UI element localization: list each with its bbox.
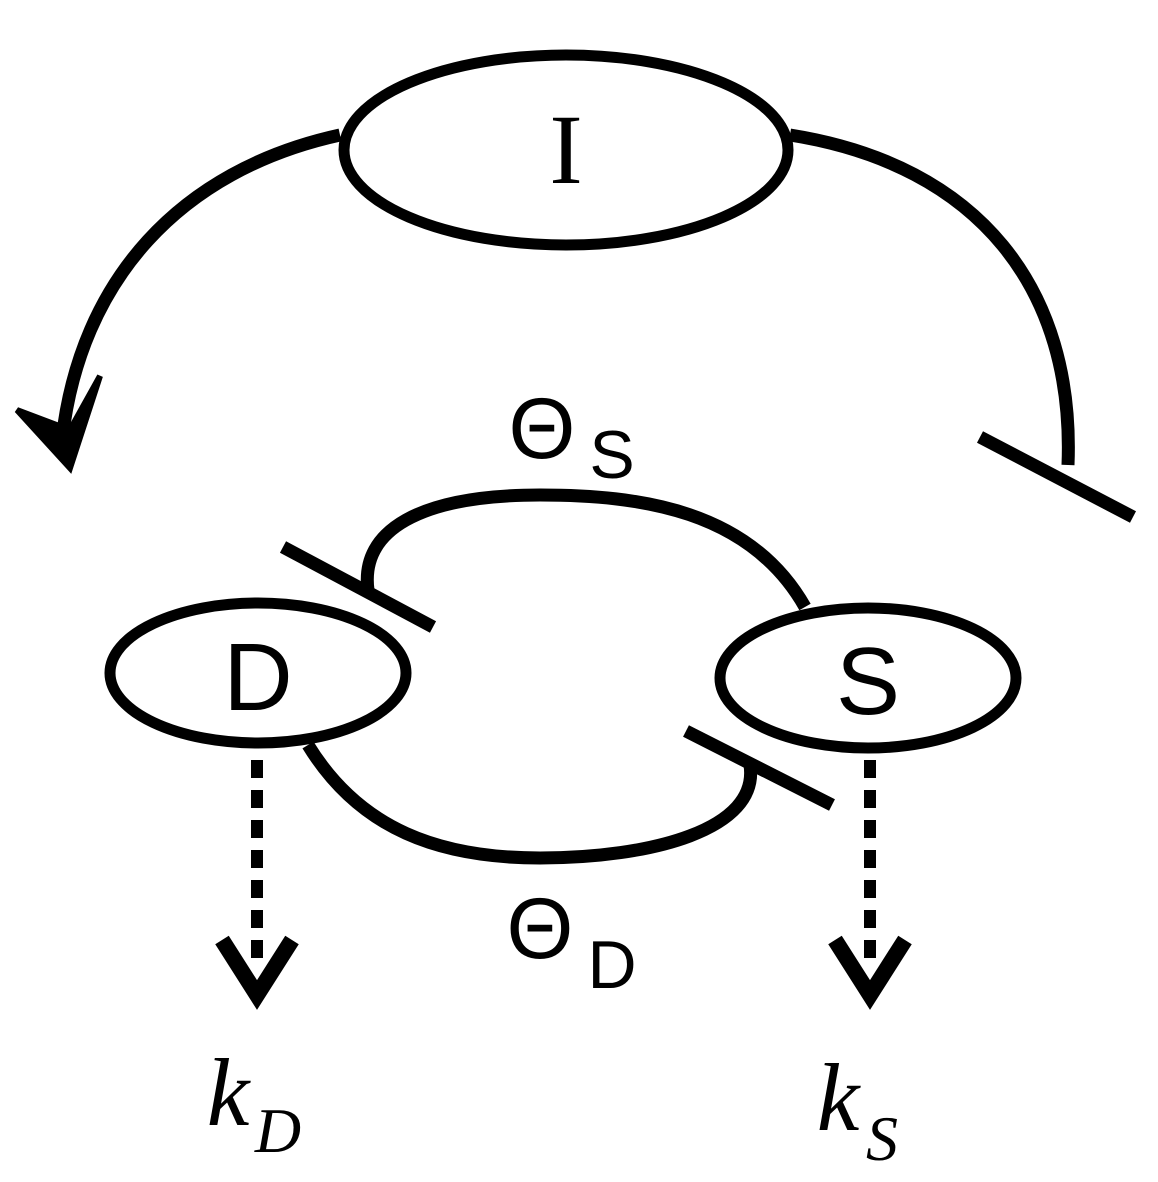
inhibition-bar-icon [976, 431, 1137, 523]
node-d: D [104, 597, 412, 749]
rate-ks-subscript: S [866, 1103, 898, 1174]
node-i: I [338, 49, 794, 251]
rate-kd-label: k D [207, 1039, 301, 1166]
theta-d-subscript: D [587, 927, 636, 1003]
theta-d-symbol: Θ [507, 881, 574, 977]
inhibition-bar-icon [279, 541, 437, 633]
theta-d-label: Θ D [507, 881, 637, 1003]
theta-s-subscript: S [589, 417, 634, 493]
rate-ks-label: k S [817, 1044, 898, 1174]
node-s: S [714, 602, 1022, 754]
rate-kd-symbol: k [207, 1039, 252, 1146]
edge-d-inhibits-s [302, 741, 758, 865]
node-s-label: S [836, 628, 900, 735]
edge-i-activates-d [55, 128, 342, 441]
edge-s-inhibits-d [360, 488, 811, 611]
theta-s-symbol: Θ [509, 381, 576, 477]
node-i-shape [338, 49, 794, 251]
rate-ks-symbol: k [817, 1044, 862, 1151]
node-i-label: I [549, 94, 582, 205]
inhibition-bar-icon [683, 725, 835, 811]
chevron-down-icon [215, 935, 299, 1010]
edge-i-inhibits-s [788, 128, 1075, 466]
node-s-shape [714, 602, 1022, 754]
node-d-shape [104, 597, 412, 749]
theta-s-label: Θ S [509, 381, 635, 493]
rate-kd-subscript: D [254, 1095, 301, 1166]
chevron-down-icon [828, 935, 912, 1010]
node-d-label: D [223, 624, 292, 731]
activation-arrowhead-icon [14, 374, 103, 474]
